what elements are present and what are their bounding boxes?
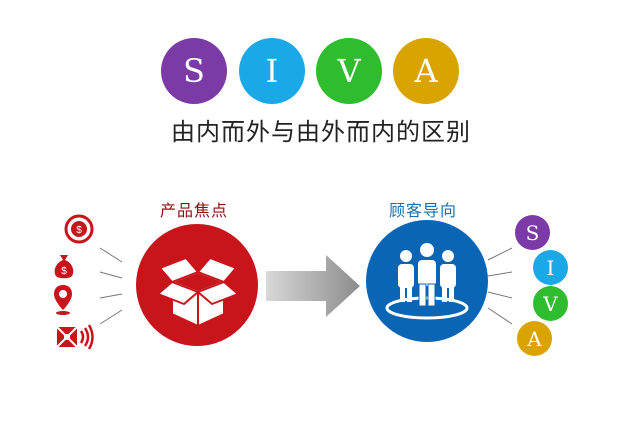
siva-side-s-circle: S xyxy=(515,215,550,250)
money-bag-symbol: $ xyxy=(61,266,67,277)
right-connector-lines xyxy=(486,240,516,330)
siva-top-v-circle: V xyxy=(316,38,382,104)
siva-top-a-circle: A xyxy=(393,38,459,104)
siva-top-v-letter: V xyxy=(337,52,361,90)
siva-top-i-letter: I xyxy=(265,52,279,90)
siva-top-a-letter: A xyxy=(414,52,438,90)
people-group-icon xyxy=(385,243,469,320)
siva-side-a-letter: A xyxy=(527,326,542,351)
money-badge-icon: $ xyxy=(62,214,96,244)
product-focus-label: 产品焦点 xyxy=(160,201,229,220)
customer-oriented-label: 顾客导向 xyxy=(389,201,458,220)
page-title: 由内而外与由外而内的区别 xyxy=(171,118,471,146)
siva-top-s-letter: S xyxy=(183,52,205,90)
money-badge-symbol: $ xyxy=(76,225,82,236)
customer-group-circle xyxy=(366,220,488,342)
money-bag-icon: $ xyxy=(52,252,76,280)
location-pin-icon xyxy=(52,284,74,316)
siva-side-a-circle: A xyxy=(517,321,552,356)
siva-side-s-letter: S xyxy=(525,220,540,245)
broadcast-icon xyxy=(55,323,95,353)
open-box-icon xyxy=(157,257,239,327)
siva-top-i-circle: I xyxy=(239,38,305,104)
siva-side-i-letter: I xyxy=(546,255,555,280)
siva-side-v-circle: V xyxy=(533,286,568,321)
left-connector-lines xyxy=(98,240,128,330)
siva-top-s-circle: S xyxy=(161,38,227,104)
transition-arrow xyxy=(266,255,362,317)
product-box-circle xyxy=(136,224,258,346)
siva-side-v-letter: V xyxy=(543,291,558,316)
siva-side-i-circle: I xyxy=(533,250,568,285)
